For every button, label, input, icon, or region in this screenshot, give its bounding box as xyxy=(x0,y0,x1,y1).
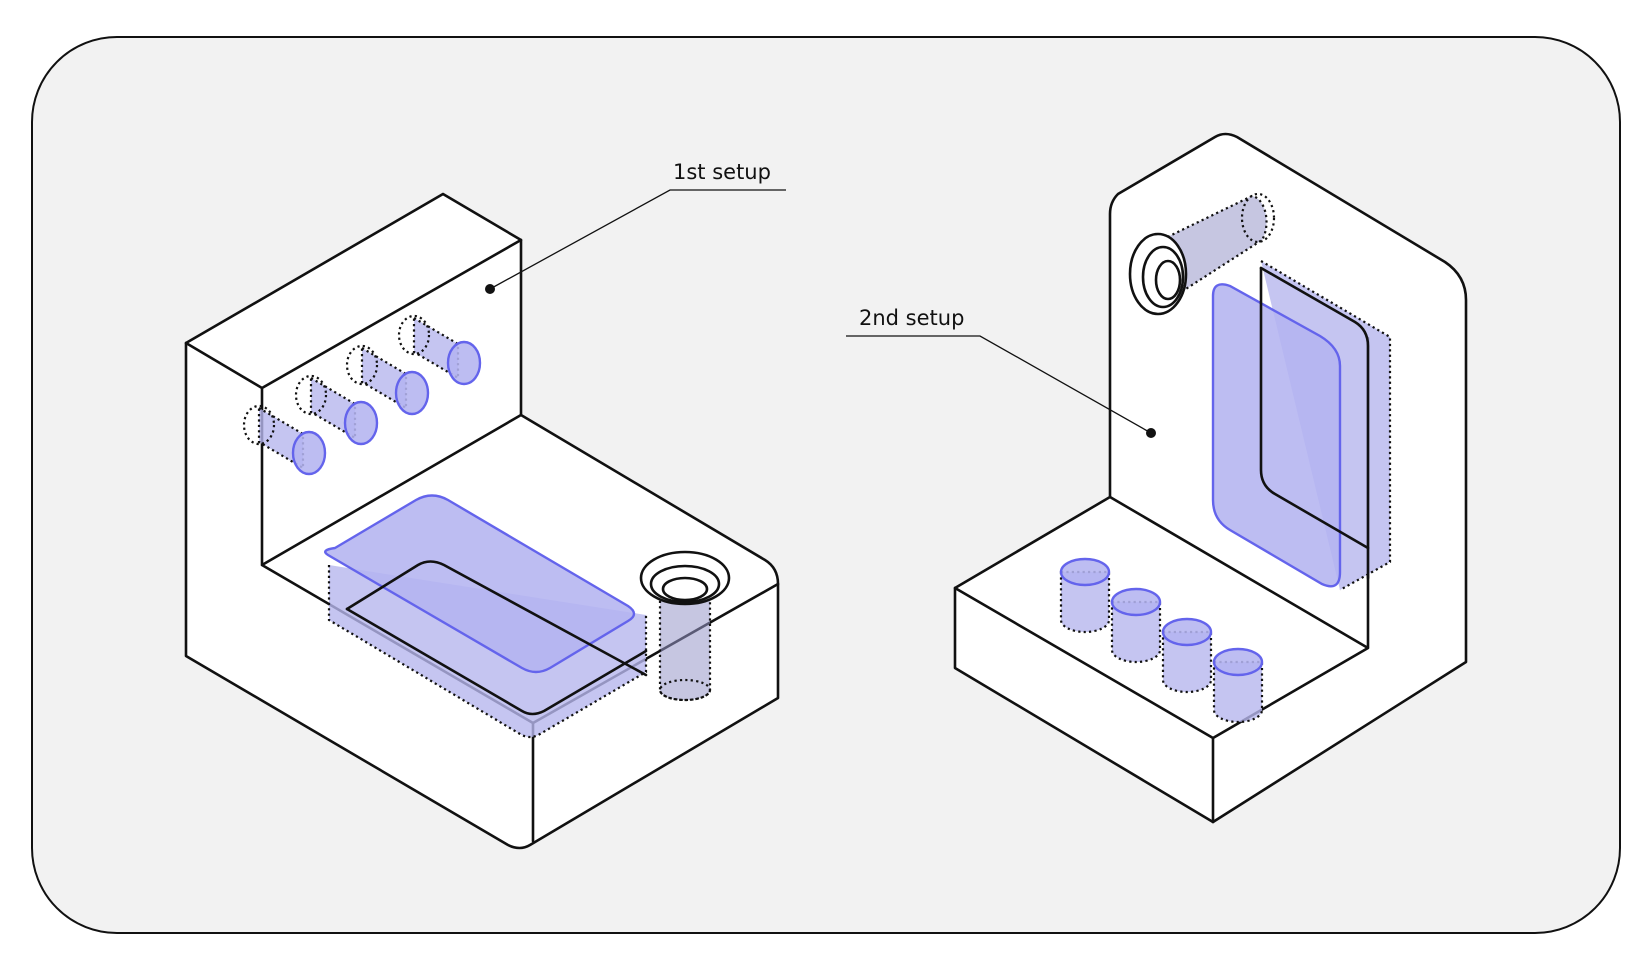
label-first-setup: 1st setup xyxy=(673,160,771,184)
callout-first-setup: 1st setup xyxy=(485,160,786,294)
right-counterbore xyxy=(1128,192,1276,316)
right-part-body xyxy=(953,132,1468,824)
left-part-edges xyxy=(184,238,780,843)
part-second-setup: 2nd setup xyxy=(846,132,1468,824)
right-floor-holes xyxy=(1059,557,1264,724)
callout-second-setup: 2nd setup xyxy=(846,306,1156,438)
left-side-holes xyxy=(242,314,482,476)
left-counterbore xyxy=(639,550,731,702)
part-first-setup: 1st setup xyxy=(184,160,786,850)
label-second-setup: 2nd setup xyxy=(859,306,964,330)
right-pocket xyxy=(1211,260,1392,591)
left-pocket xyxy=(324,494,648,739)
